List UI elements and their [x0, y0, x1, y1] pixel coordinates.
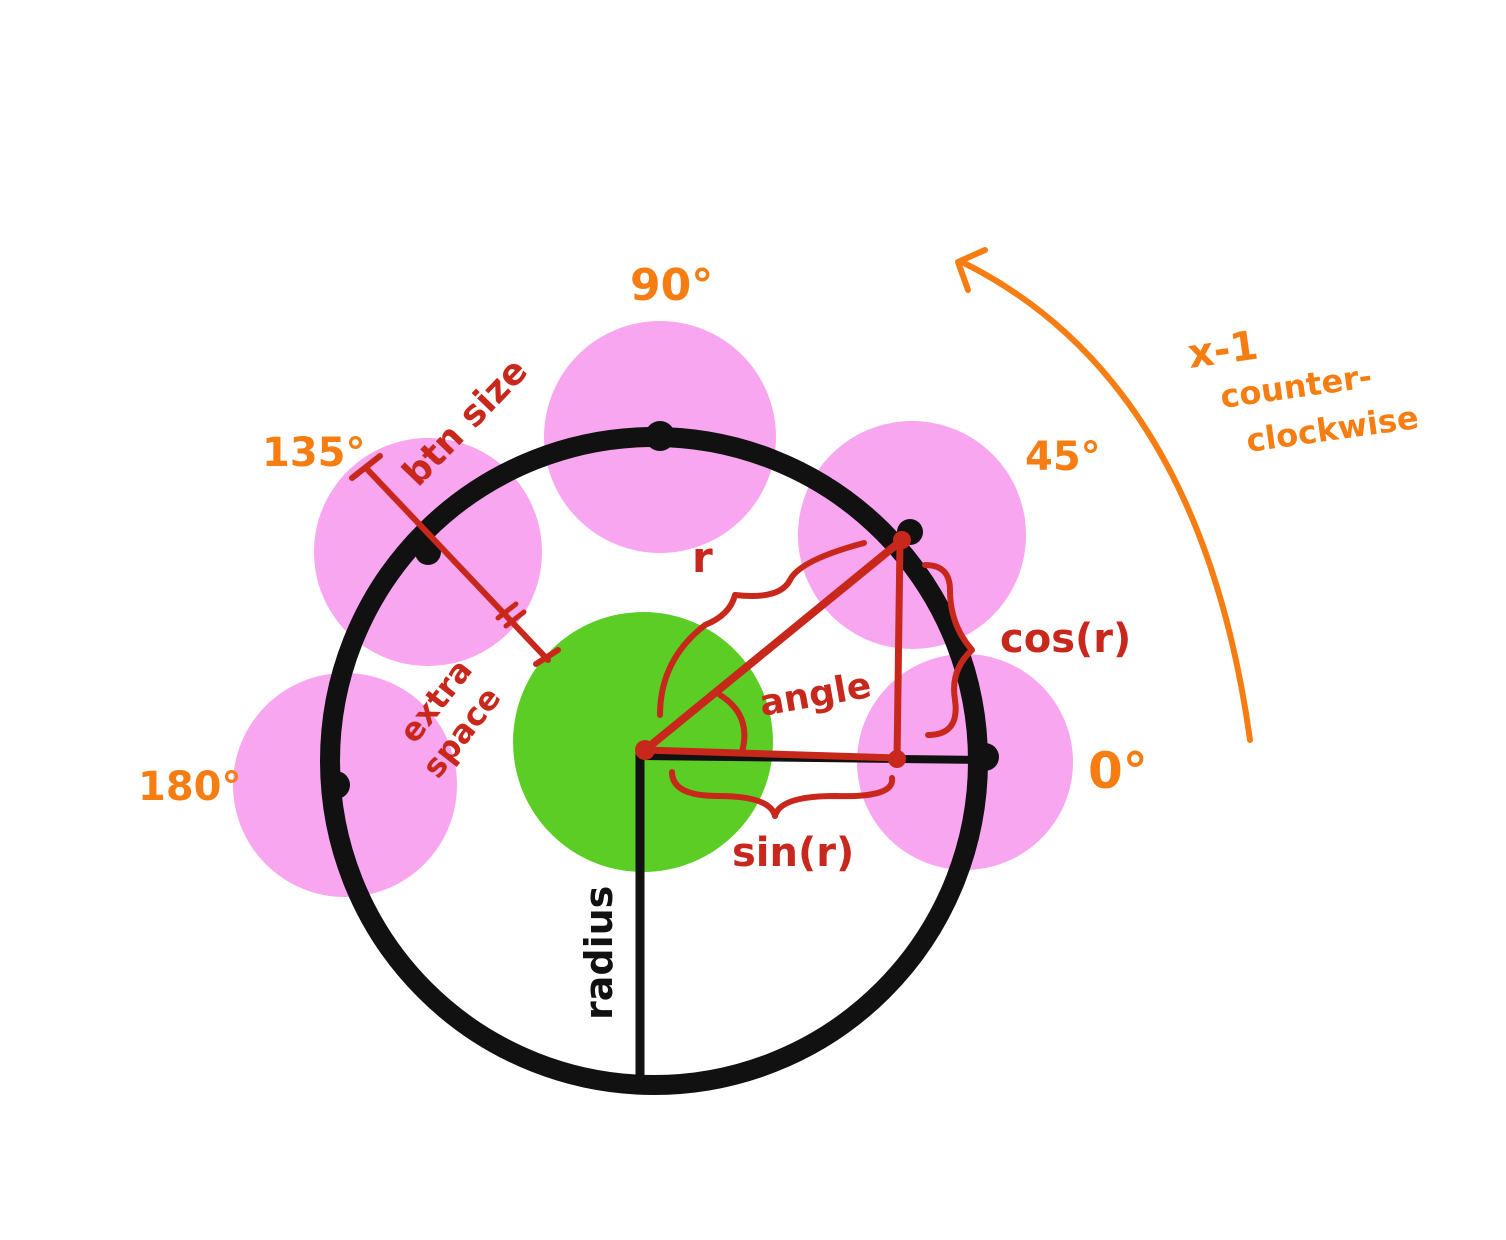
r-brace	[657, 540, 867, 718]
angle-arc	[717, 692, 748, 755]
btn-size-tick-1	[495, 601, 519, 621]
cos-brace	[922, 562, 975, 738]
triangle	[635, 531, 911, 768]
triangle-vertex-right	[888, 750, 906, 768]
angle-label-45: 45°	[1025, 434, 1101, 480]
vertical-leg-line	[893, 537, 904, 764]
btn-size-line	[363, 465, 551, 663]
radius-label: radius	[577, 886, 621, 1020]
btn-size-measure	[349, 453, 561, 667]
ring-dot-90	[645, 421, 675, 451]
angle-label-0: 0°	[1088, 742, 1148, 800]
direction-multiplier: x-1	[1185, 323, 1261, 378]
counter-clockwise-arrow	[955, 247, 1253, 743]
btn-size-tick-2	[503, 609, 527, 629]
arrow-head	[955, 247, 988, 293]
base-leg-line	[641, 746, 901, 762]
cos-label: cos(r)	[1000, 616, 1131, 662]
sin-brace	[669, 769, 896, 819]
angle-label-180: 180°	[138, 764, 242, 810]
angle-label-135: 135°	[262, 430, 366, 476]
btn-size-cap-bottom	[533, 647, 561, 667]
arrow-arc	[959, 259, 1253, 743]
triangle-vertex-top	[893, 531, 911, 549]
r-label: r	[692, 533, 713, 582]
ring-dot-180	[322, 771, 350, 799]
angle-label: angle	[756, 665, 874, 725]
triangle-vertex-center	[635, 740, 655, 760]
sin-label: sin(r)	[732, 830, 854, 876]
btn-size-cap-top	[349, 453, 383, 481]
hypotenuse-line	[641, 536, 906, 754]
ring-dot-135	[415, 539, 441, 565]
angle-label-90: 90°	[630, 260, 713, 311]
